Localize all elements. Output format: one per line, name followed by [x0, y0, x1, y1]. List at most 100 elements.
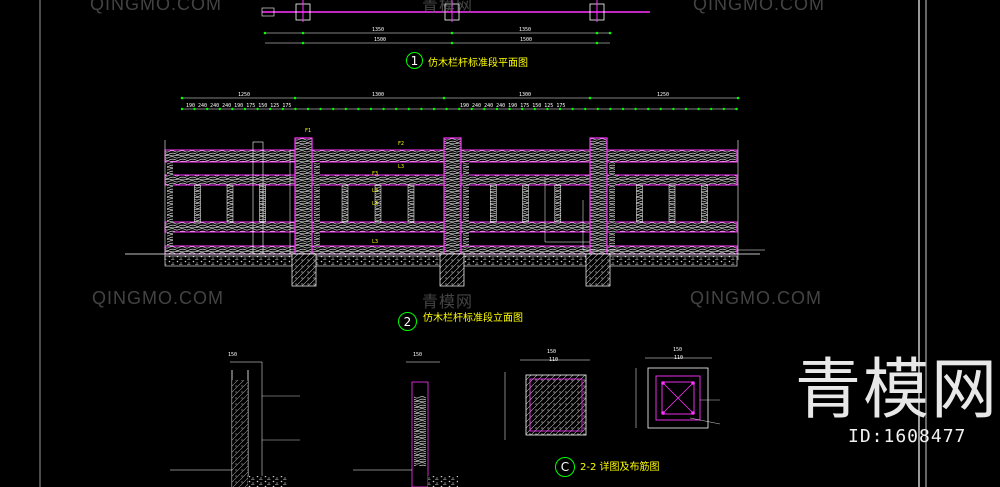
dim-tick — [596, 107, 599, 111]
dim-tick — [659, 107, 662, 111]
rail-label: L3 — [398, 164, 405, 170]
detail-view-title: 2-2 详图及布筋图 — [580, 462, 660, 473]
watermark: QINGMO.COM — [693, 0, 825, 14]
baluster — [668, 184, 676, 223]
dim-tick — [369, 107, 373, 111]
dim-tick — [294, 107, 297, 111]
dim-tick — [571, 107, 574, 111]
elevation-view-title: 仿木栏杆标准段立面图 — [423, 313, 523, 324]
dim-tick — [395, 107, 398, 111]
dim-tick — [508, 107, 511, 111]
view-number-c: C — [555, 457, 575, 477]
baluster — [463, 162, 469, 246]
dim-label: 150 — [547, 349, 557, 355]
dim-tick — [357, 107, 360, 111]
baluster — [167, 162, 173, 246]
dim-tick — [407, 107, 410, 111]
dim-tick — [672, 107, 675, 111]
dim-tick — [180, 107, 184, 111]
brand-logo: 青模网 — [795, 351, 999, 428]
dim-tick — [306, 107, 310, 111]
dim-tick — [344, 107, 347, 111]
baluster — [194, 184, 201, 223]
dim-tick — [546, 107, 549, 111]
dim-tick — [483, 107, 486, 111]
dim-label: 1300 — [519, 92, 532, 98]
dim-tick — [609, 107, 612, 111]
dim-tick — [218, 107, 221, 111]
baluster — [407, 184, 415, 223]
baluster — [314, 162, 320, 246]
dim-tick — [319, 107, 322, 111]
watermark: QINGMO.COM — [90, 0, 222, 14]
watermark-cjk: 青模网 — [422, 294, 474, 311]
dim-tick — [281, 107, 284, 111]
dim-tick — [521, 107, 524, 111]
dim-tick — [193, 107, 196, 111]
dim-tick — [420, 107, 423, 111]
dim-tick — [736, 96, 740, 100]
dim-label: 1250 — [657, 92, 670, 98]
watermark: QINGMO.COM — [92, 288, 224, 308]
dim-label: 150 — [228, 352, 238, 358]
dim-tick — [293, 96, 297, 100]
id-label: ID:1608477 — [848, 426, 967, 447]
dim-tick — [722, 107, 725, 111]
elevation-view — [125, 96, 765, 287]
dim-label: 1350 — [519, 27, 532, 33]
view-number-2: 2 — [398, 312, 417, 331]
dim-label: 1350 — [372, 27, 385, 33]
baluster — [490, 184, 497, 223]
dim-label: 1500 — [520, 37, 533, 43]
section-middle — [353, 361, 458, 487]
dim-tick — [684, 107, 688, 111]
dim-tick — [206, 107, 209, 111]
dim-label: 110 — [549, 357, 559, 363]
dim-tick — [442, 96, 446, 100]
rail-label: F2 — [398, 141, 405, 147]
plan-view — [261, 0, 650, 45]
rail-label: F1 — [305, 128, 312, 134]
dim-tick — [470, 107, 473, 111]
dim-tick — [634, 107, 637, 111]
dim-tick — [445, 107, 448, 111]
rail-label: L3 — [372, 201, 379, 207]
dim-tick — [558, 107, 562, 111]
dim-chain: 190 240 240 240 190 175 150 125 175 — [460, 103, 566, 109]
dim-tick — [269, 107, 272, 111]
dim-label: 110 — [674, 355, 684, 361]
dim-tick — [243, 107, 247, 111]
baluster — [554, 184, 562, 223]
baluster — [609, 162, 615, 246]
rail-label: L3 — [372, 239, 379, 245]
dim-tick — [180, 96, 184, 100]
dim-label: 150 — [413, 352, 423, 358]
dim-tick — [621, 107, 625, 111]
dim-tick — [332, 107, 335, 111]
rail-label: L3 — [372, 188, 379, 194]
watermark-cjk: 青模网 — [422, 0, 474, 15]
dim-tick — [533, 107, 536, 111]
dim-tick — [735, 107, 738, 111]
dim-tick — [256, 107, 259, 111]
dim-tick — [432, 107, 436, 111]
baluster — [341, 184, 349, 223]
detail-2-2 — [504, 357, 721, 440]
dim-label: 150 — [673, 347, 683, 353]
dim-label: 1300 — [372, 92, 385, 98]
plan-view-title: 仿木栏杆标准段平面图 — [428, 58, 528, 69]
dim-tick — [588, 96, 592, 100]
dim-tick — [710, 107, 713, 111]
baluster — [259, 184, 266, 223]
dim-chain: 190 240 240 240 190 175 150 125 175 — [186, 103, 292, 109]
baluster — [522, 184, 529, 223]
dim-tick — [647, 107, 650, 111]
dim-tick — [584, 107, 587, 111]
baluster — [701, 184, 708, 223]
dim-tick — [697, 107, 700, 111]
dim-tick — [458, 107, 461, 111]
view-number-1: 1 — [406, 52, 423, 69]
baluster — [226, 184, 234, 223]
watermark: QINGMO.COM — [690, 288, 822, 308]
dim-tick — [382, 107, 385, 111]
